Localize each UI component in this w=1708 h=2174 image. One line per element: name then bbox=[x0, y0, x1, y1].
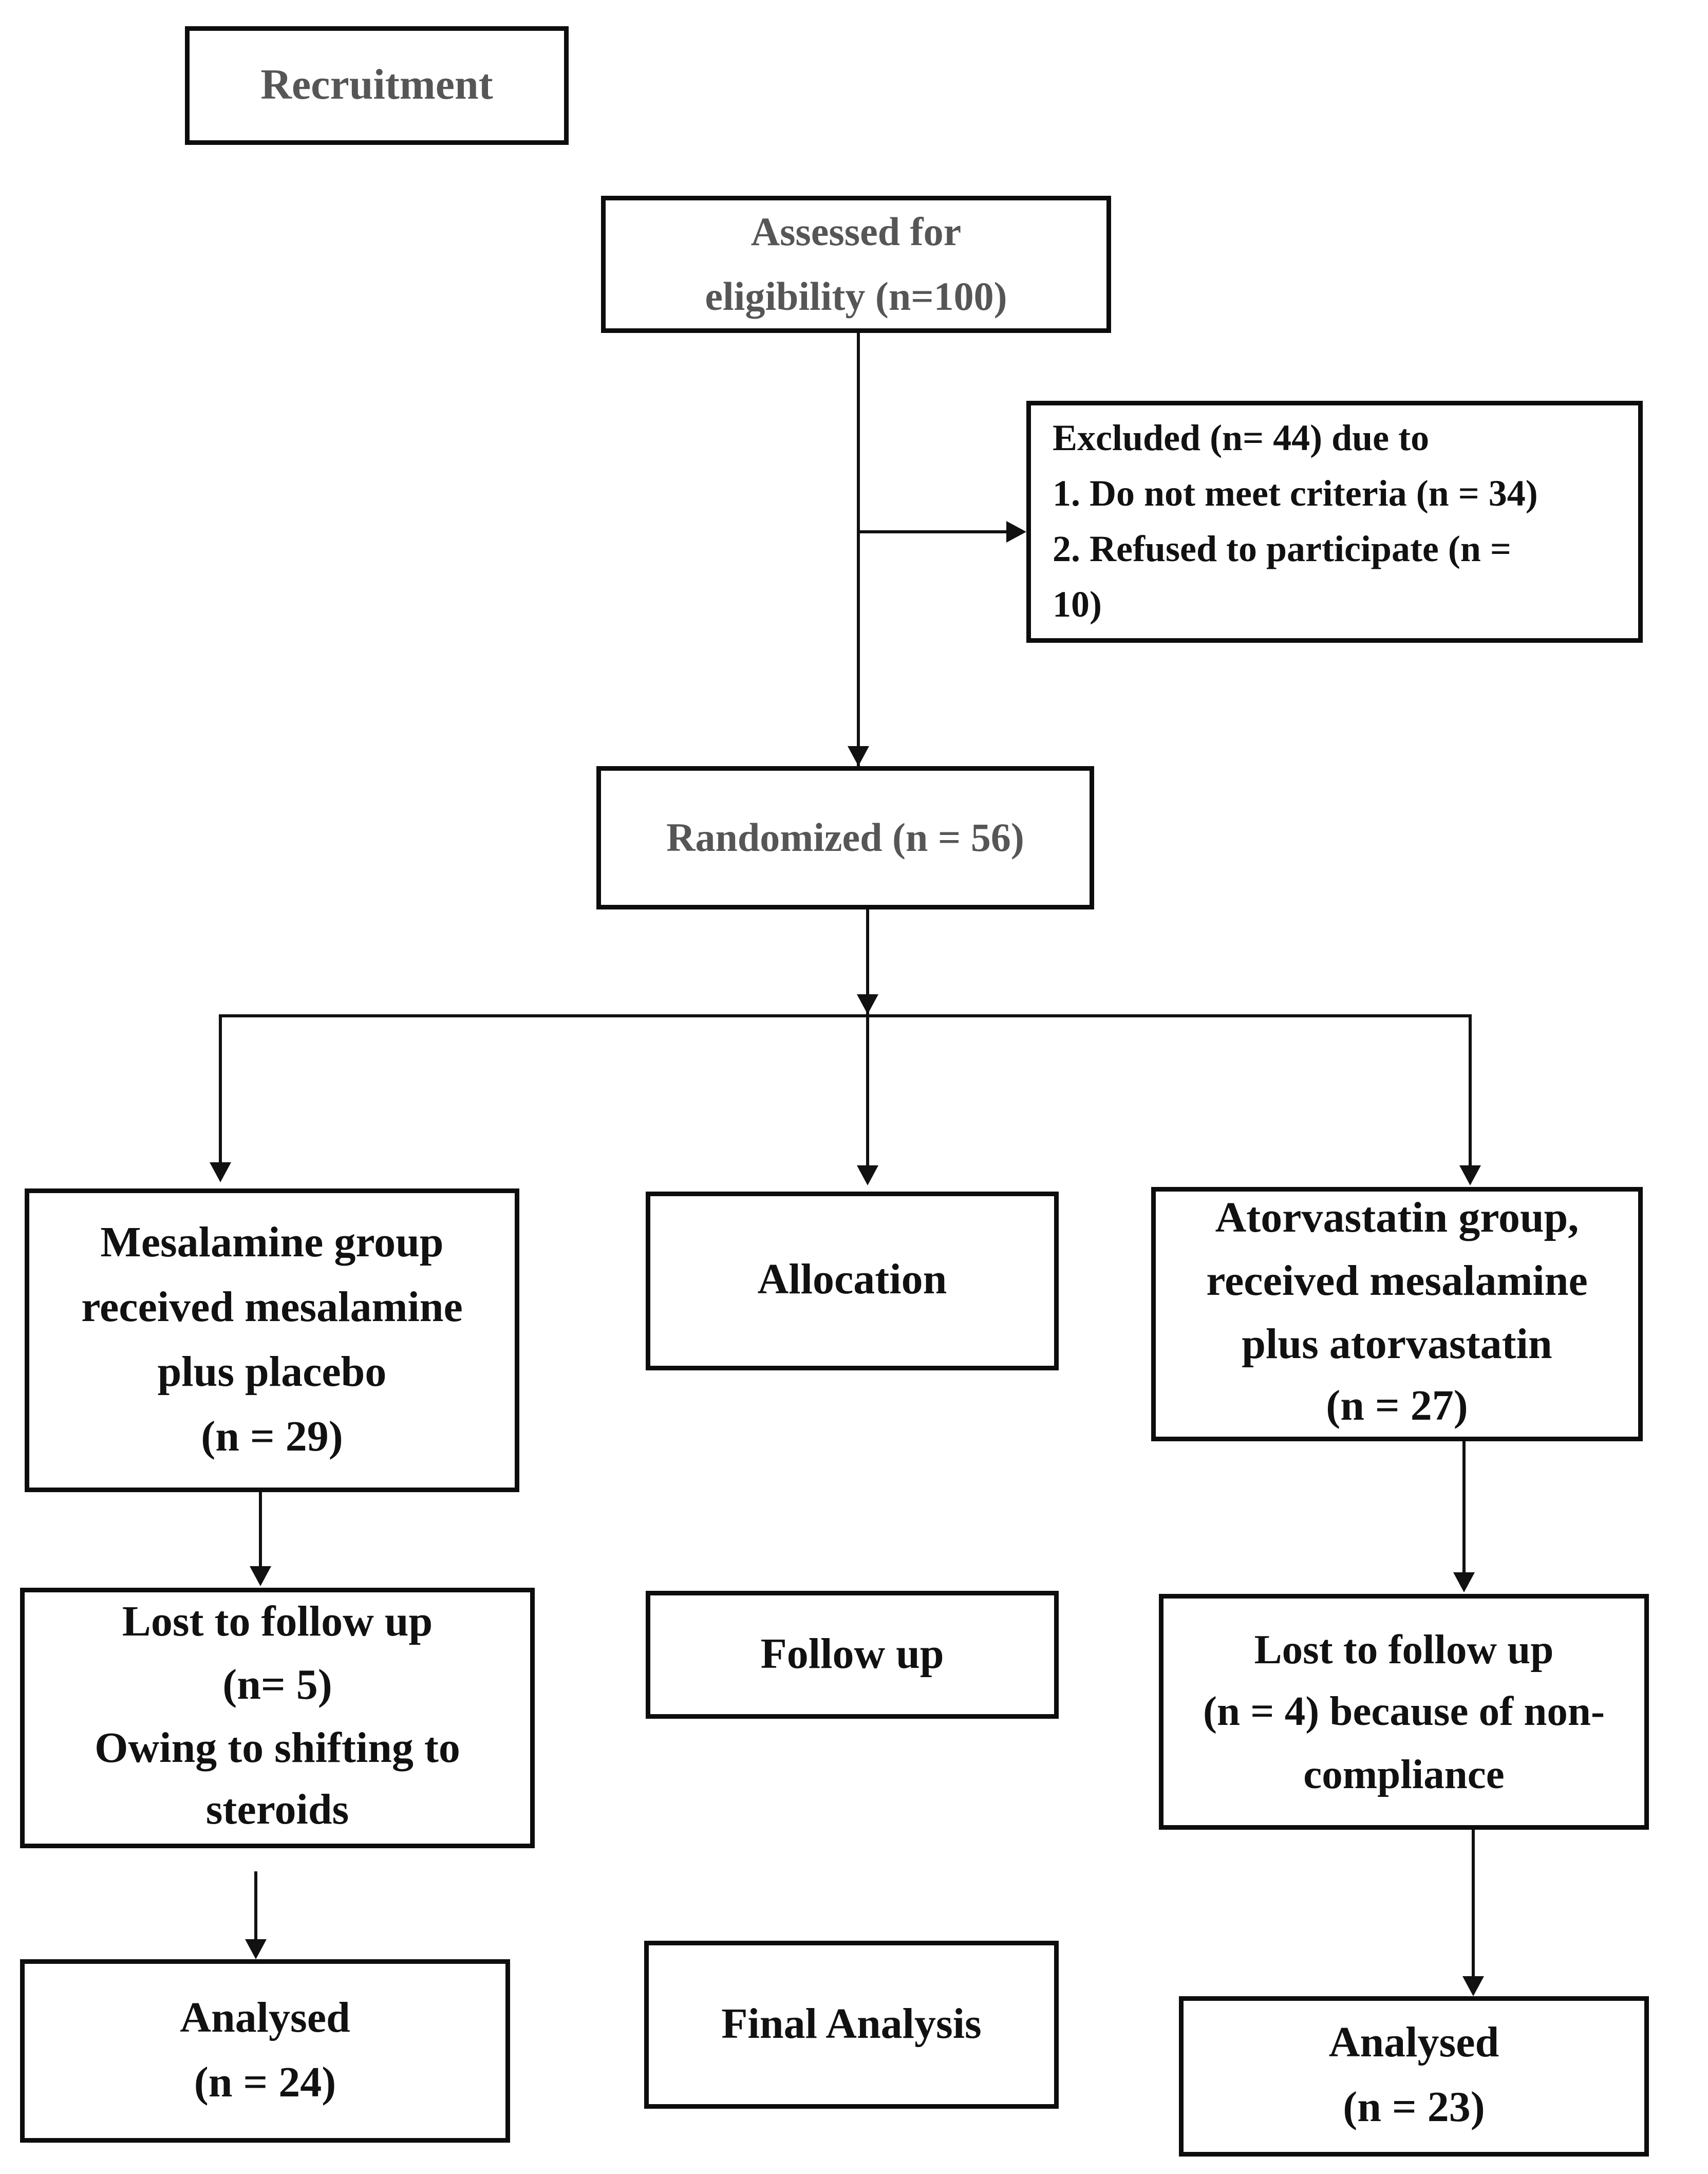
box-allocation-text: Allocation bbox=[757, 1256, 947, 1304]
box-allocation-label: Allocation bbox=[646, 1192, 1059, 1370]
box-analysed-atorvastatin: Analysed (n = 23) bbox=[1179, 1996, 1649, 2157]
box-randomized: Randomized (n = 56) bbox=[596, 766, 1094, 909]
box-atorvastatin-group: Atorvastatin group, received mesalamine … bbox=[1151, 1187, 1643, 1441]
connector-atorvastatin-to-lost bbox=[1462, 1441, 1466, 1572]
connector-assessed-to-randomized bbox=[857, 333, 860, 766]
connector-split-to-allocation bbox=[866, 1014, 869, 1165]
arrowhead-right-excluded bbox=[1006, 521, 1026, 543]
connector-split-horizontal bbox=[220, 1014, 1470, 1017]
box-recruitment: Recruitment bbox=[185, 26, 569, 145]
arrowhead-down-analysed-right bbox=[1462, 1976, 1484, 1996]
arrowhead-down-atorvastatin bbox=[1459, 1165, 1481, 1185]
connector-randomized-to-split bbox=[866, 909, 869, 1014]
box-analysed-mesalamine: Analysed (n = 24) bbox=[20, 1959, 510, 2143]
box-analysed-left-text: Analysed (n = 24) bbox=[180, 1994, 350, 2107]
box-lost-left-text: Lost to follow up (n= 5) Owing to shifti… bbox=[95, 1599, 460, 1835]
connector-branch-to-excluded bbox=[858, 530, 1006, 533]
box-follow-up-text: Follow up bbox=[760, 1630, 944, 1678]
box-final-analysis-label: Final Analysis bbox=[644, 1941, 1059, 2109]
arrowhead-down-randomized bbox=[848, 746, 869, 766]
arrowhead-down-split-junction bbox=[857, 994, 878, 1014]
arrowhead-down-lost-right bbox=[1453, 1572, 1475, 1592]
box-lost-to-follow-up-mesalamine: Lost to follow up (n= 5) Owing to shifti… bbox=[20, 1588, 535, 1848]
box-lost-right-text: Lost to follow up (n = 4) because of non… bbox=[1203, 1626, 1605, 1797]
box-final-analysis-text: Final Analysis bbox=[721, 2000, 982, 2048]
connector-split-to-mesalamine bbox=[219, 1014, 222, 1162]
box-analysed-right-text: Analysed (n = 23) bbox=[1328, 2019, 1499, 2132]
box-assessed-for-eligibility: Assessed for eligibility (n=100) bbox=[601, 196, 1111, 333]
connector-lost-to-analysed-right bbox=[1472, 1830, 1475, 1976]
arrowhead-down-analysed-left bbox=[245, 1939, 267, 1959]
box-atorvastatin-text: Atorvastatin group, received mesalamine … bbox=[1206, 1195, 1588, 1431]
arrowhead-down-mesalamine bbox=[210, 1162, 231, 1182]
arrowhead-down-allocation bbox=[857, 1165, 878, 1185]
connector-split-to-atorvastatin bbox=[1469, 1014, 1472, 1165]
box-randomized-text: Randomized (n = 56) bbox=[666, 814, 1024, 860]
box-mesalamine-text: Mesalamine group received mesalamine plu… bbox=[81, 1218, 463, 1461]
box-follow-up-label: Follow up bbox=[646, 1591, 1059, 1719]
box-excluded-text: Excluded (n= 44) due to 1. Do not meet c… bbox=[1053, 418, 1538, 625]
box-recruitment-text: Recruitment bbox=[260, 61, 493, 109]
box-excluded: Excluded (n= 44) due to 1. Do not meet c… bbox=[1026, 401, 1643, 643]
box-mesalamine-group: Mesalamine group received mesalamine plu… bbox=[25, 1188, 519, 1492]
connector-mesalamine-to-lost bbox=[259, 1492, 262, 1566]
arrowhead-down-lost-left bbox=[250, 1566, 271, 1586]
connector-lost-to-analysed-left bbox=[254, 1871, 257, 1941]
box-assessed-text: Assessed for eligibility (n=100) bbox=[705, 209, 1007, 319]
box-lost-to-follow-up-atorvastatin: Lost to follow up (n = 4) because of non… bbox=[1159, 1594, 1649, 1830]
